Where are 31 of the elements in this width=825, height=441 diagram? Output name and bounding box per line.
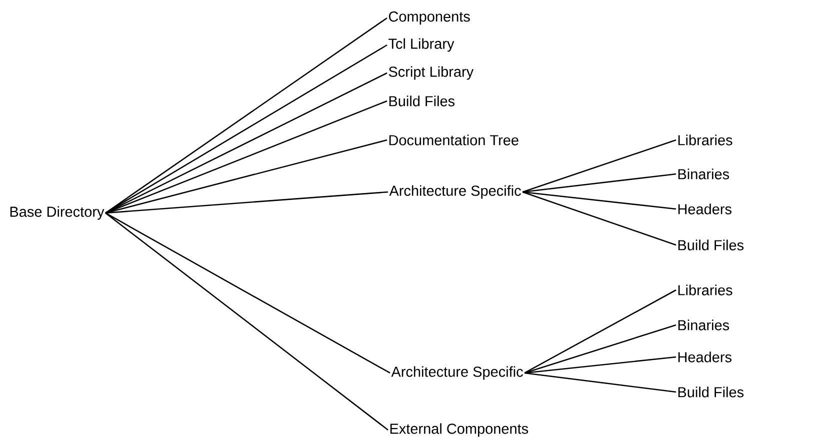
tree-label: Documentation Tree [389, 134, 518, 146]
branch-line [522, 139, 676, 193]
branch-line [522, 173, 676, 193]
branch-line [522, 191, 676, 246]
branch-line [105, 212, 388, 430]
tree-label: Build Files [389, 96, 455, 106]
branch-line [105, 100, 388, 214]
branch-line [105, 139, 388, 214]
tree-label: Architecture Specific [391, 366, 523, 380]
tree-label: Binaries [678, 320, 730, 330]
branch-line [105, 212, 390, 374]
tree-label: Libraries [678, 284, 732, 296]
tree-label: Binaries [678, 168, 730, 180]
tree-label: Headers [678, 352, 732, 362]
branch-line [524, 356, 676, 374]
tree-label: Tcl Library [388, 38, 454, 52]
tree-label: External Components [390, 423, 528, 437]
tree-label: Build Files [678, 240, 744, 250]
tree-label: Libraries [678, 134, 732, 146]
branch-line [522, 191, 676, 210]
branch-line [105, 72, 388, 214]
tree-label: Headers [678, 204, 732, 214]
branch-line [524, 372, 676, 393]
tree-label: Base Directory [10, 206, 104, 220]
tree-label: Build Files [678, 386, 744, 398]
tree-label: Architecture Specific [389, 185, 521, 199]
branch-line [105, 191, 388, 214]
tree-label: Script Library [388, 66, 474, 80]
branch-line [524, 289, 676, 374]
branch-line [524, 324, 676, 374]
tree-label: Components [388, 11, 470, 25]
